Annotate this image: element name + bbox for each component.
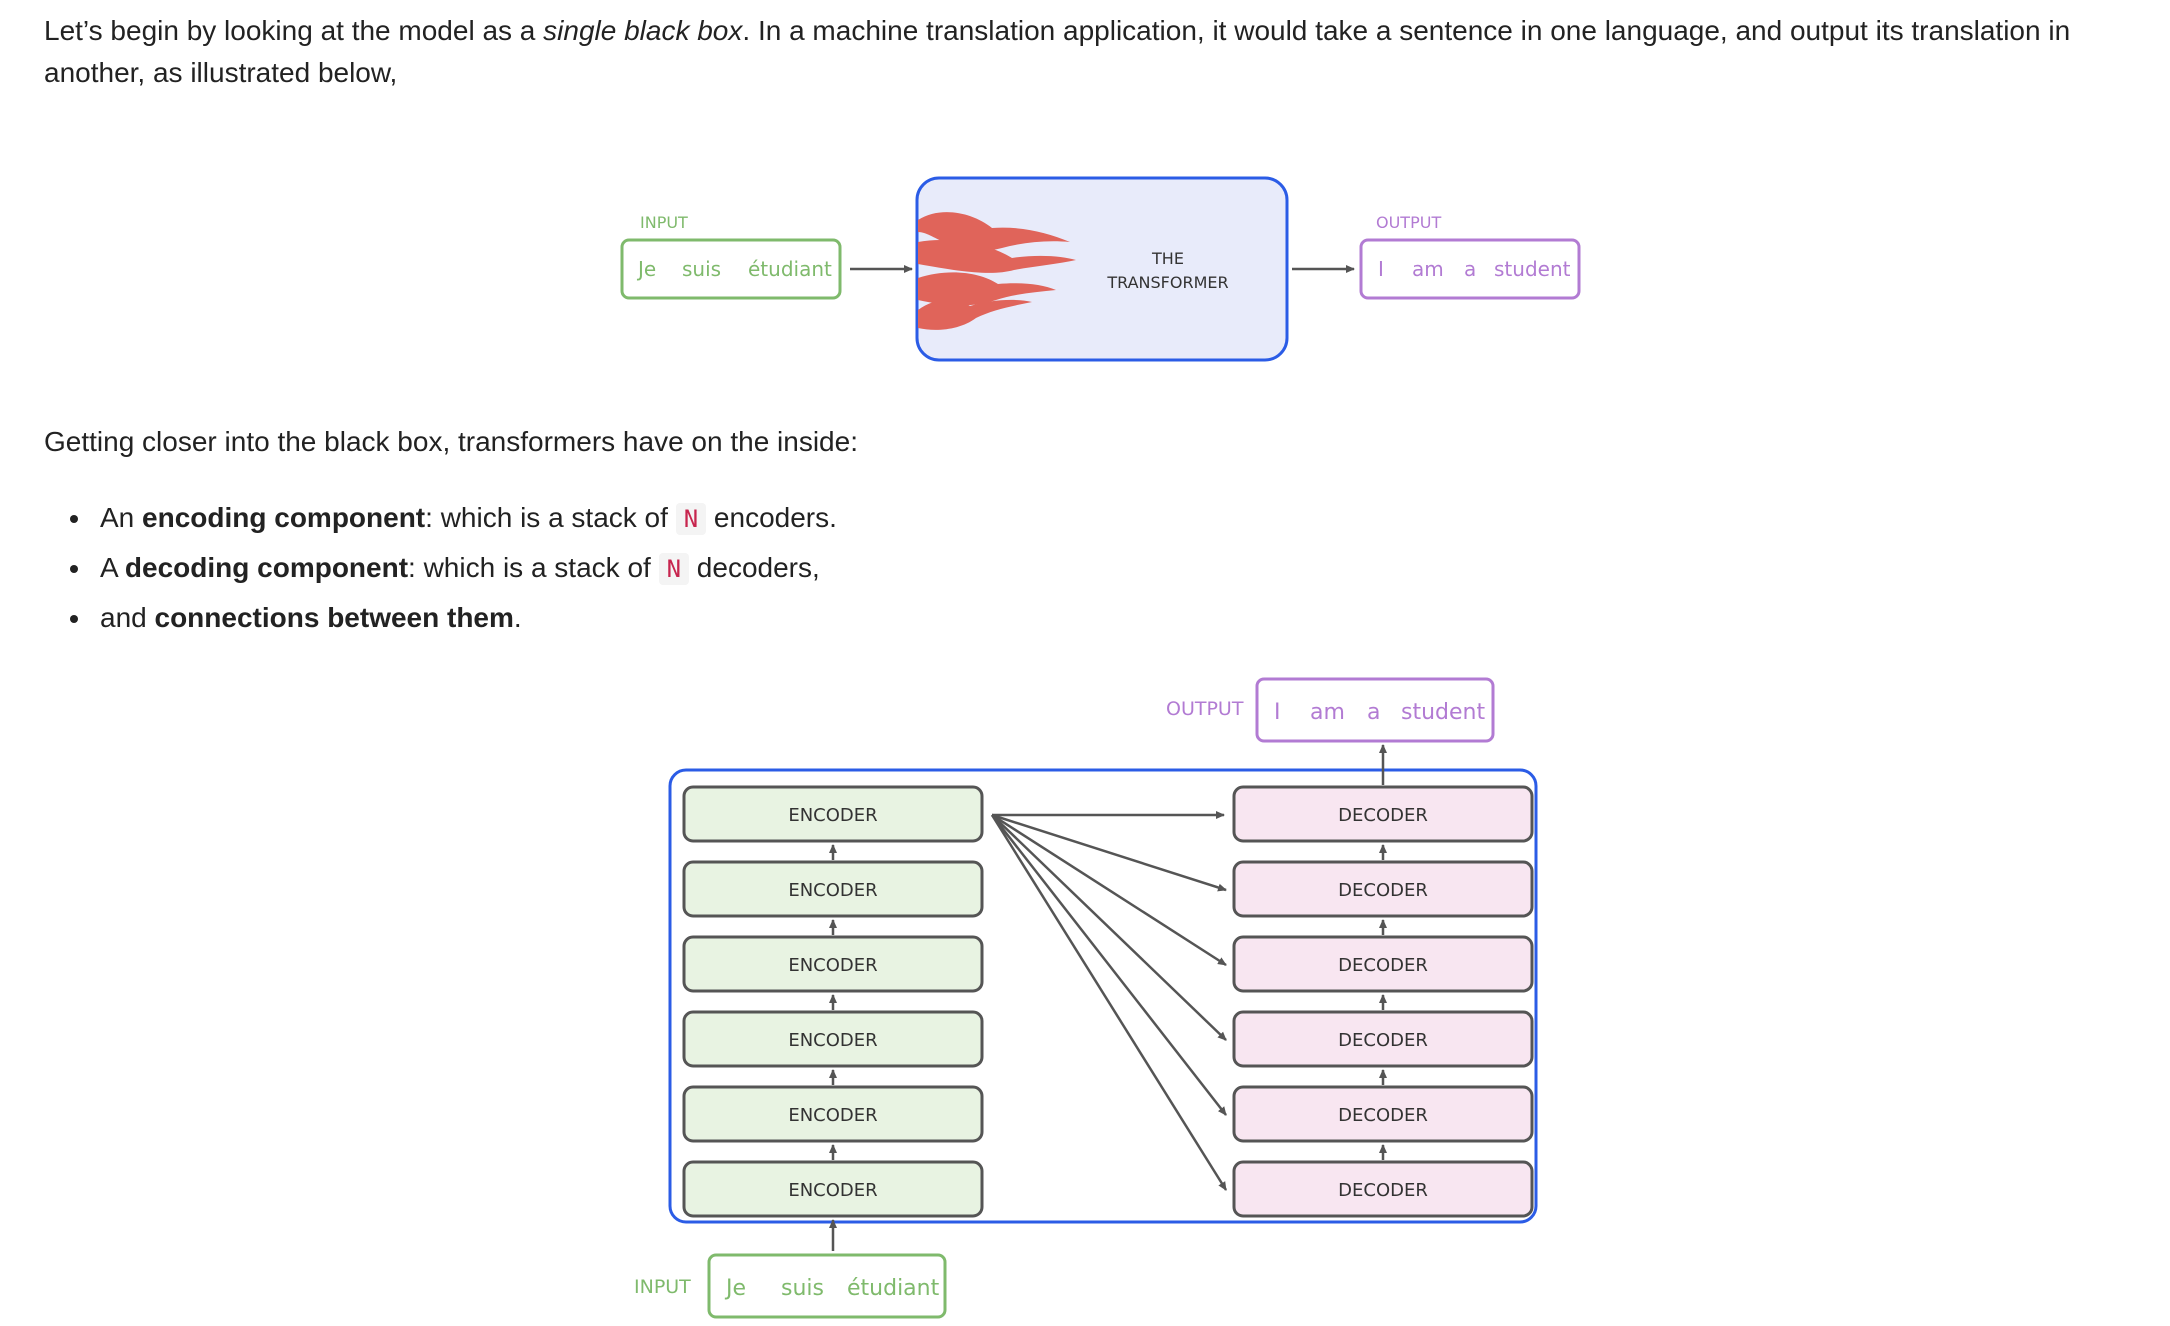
encoder-label: ENCODER [788,1030,877,1051]
encoder-decoder-connection [991,813,1227,967]
fig2-output-box [1255,677,1495,743]
encoder-label: ENCODER [788,880,877,901]
fig2-output-word-1: I [1274,700,1281,725]
encoder-block [682,860,984,918]
intro-text-end: . In a machine translation application, … [44,15,2071,88]
decoder-label: DECODER [1338,1180,1428,1201]
encoder-block [682,1010,984,1068]
decoder-label: DECODER [1338,1105,1428,1126]
flame-icon [918,212,1076,330]
fig1-output-word-1: I [1378,257,1384,281]
fig2-output-word-4: student [1401,700,1485,725]
encoder-block [682,785,984,843]
bullet-prefix: and [100,602,155,633]
encoder-block [682,1085,984,1143]
transformer-line-1: THE [1151,249,1184,268]
fig2-input-word-2: suis [781,1276,824,1301]
transformer-line-2: TRANSFORMER [1106,273,1228,292]
bullet-middle: : which is a stack of [425,502,676,533]
stacks-layer: ENCODER ENCODER ENCODER ENCODER ENCODER ENCOD… [682,744,1534,1251]
bullet-bold-term: connections between them [154,602,514,633]
fig2-input-box [707,1253,947,1319]
black-box-figure: INPUT Je suis étudiant THE TRANSFORMER O… [620,176,1581,362]
encoder-label: ENCODER [788,1180,877,1201]
fig2-output-word-2: am [1310,700,1345,725]
bullet-bold-term: decoding component [124,552,409,583]
fig1-input-box [620,238,842,300]
fig2-input-word-1: Je [724,1276,746,1301]
inline-code: N [658,553,690,585]
fig1-output-label: OUTPUT [1376,213,1441,232]
section-paragraph: Getting closer into the black box, trans… [44,426,858,457]
list-item: A decoding component: which is a stack o… [44,543,837,593]
decoder-block [1232,785,1534,843]
decoder-label: DECODER [1338,955,1428,976]
fig2-output-word-3: a [1367,700,1380,725]
bullet-bold-term: encoding component [142,502,426,533]
encoder-decoder-connection [991,814,1227,1116]
fig1-output-box [1359,238,1581,300]
fig1-input-word-3: étudiant [748,257,832,281]
intro-paragraph: Let’s begin by looking at the model as a… [44,10,2134,94]
bullet-suffix: decoders, [689,552,820,583]
decoder-block [1232,935,1534,993]
bullet-middle: . [513,602,522,633]
transformer-container [668,768,1538,1224]
decoder-label: DECODER [1338,880,1428,901]
decoder-block [1232,1085,1534,1143]
fig1-output-word-3: a [1464,257,1476,281]
fig1-output-word-2: am [1412,257,1444,281]
fig1-input-word-1: Je [636,257,656,281]
bullet-suffix: encoders. [706,502,837,533]
decoder-label: DECODER [1338,805,1428,826]
encoder-block [682,1160,984,1218]
encoder-decoder-connection [990,814,1228,1191]
fig2-output-label: OUTPUT [1166,698,1244,720]
fig2-input-word-3: étudiant [847,1276,940,1301]
bullet-prefix: An [100,502,143,533]
decoder-label: DECODER [1338,1030,1428,1051]
component-list: An encoding component: which is a stack … [44,493,837,643]
encoder-decoder-connection [991,814,1227,1041]
decoder-block [1232,1160,1534,1218]
decoder-block [1232,1010,1534,1068]
fig1-output-word-4: student [1494,257,1571,281]
encoder-label: ENCODER [788,805,877,826]
bullet-prefix: A [100,552,125,583]
fig1-input-word-2: suis [682,257,721,281]
intro-text-start: Let’s begin by looking at the model as a [44,15,544,46]
encoder-label: ENCODER [788,1105,877,1126]
list-item: and connections between them. [44,593,837,643]
transformer-box [915,176,1289,362]
decoder-block [1232,860,1534,918]
inline-code: N [675,503,707,535]
encoder-decoder-connection [991,813,1227,892]
fig1-input-label: INPUT [640,213,688,232]
encoder-label: ENCODER [788,955,877,976]
fig2-input-label: INPUT [634,1276,691,1298]
encoder-block [682,935,984,993]
intro-emphasis: single black box [543,15,743,46]
bullet-middle: : which is a stack of [408,552,659,583]
encoder-decoder-figure: OUTPUT I am a student ENCODERENCODERENCO… [634,677,1538,1319]
list-item: An encoding component: which is a stack … [44,493,837,543]
